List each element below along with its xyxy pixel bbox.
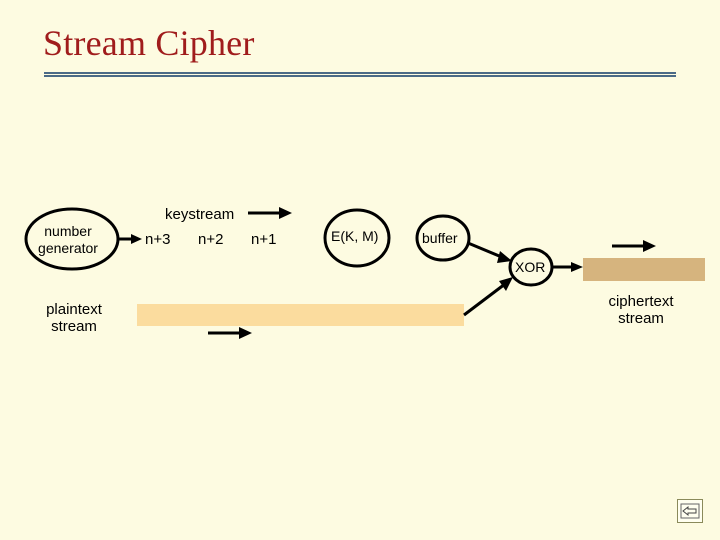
ciphertext-stream-bar xyxy=(583,258,705,281)
plaintext-to-xor-arrow xyxy=(463,282,506,317)
buffer-label: buffer xyxy=(422,230,458,246)
generator-arrowhead xyxy=(131,234,142,244)
plaintext-xor-arrowhead xyxy=(499,277,513,291)
keystream-label: keystream xyxy=(165,206,235,223)
buffer-circle xyxy=(415,214,471,262)
xor-label: XOR xyxy=(515,259,546,275)
back-arrow-icon xyxy=(680,503,700,519)
ekm-circle xyxy=(323,208,391,268)
xor-ciphertext-arrowhead xyxy=(571,262,583,272)
buffer-xor-arrowhead xyxy=(497,251,512,263)
buffer-to-xor-arrow xyxy=(467,241,505,260)
number-generator-label: number generator xyxy=(38,223,98,256)
ekm-label: E(K, M) xyxy=(331,228,379,244)
plaintext-flow-arrowhead xyxy=(239,327,252,339)
plaintext-stream-label: plaintext stream xyxy=(46,301,102,335)
ciphertext-flow-arrowhead xyxy=(643,240,656,252)
keystream-arrowhead xyxy=(279,207,292,219)
title-rule xyxy=(44,72,676,77)
back-button[interactable] xyxy=(677,499,703,523)
keystream-item-n3: n+3 xyxy=(145,231,171,248)
keystream-item-n2: n+2 xyxy=(198,231,224,248)
slide-title: Stream Cipher xyxy=(43,23,255,63)
ciphertext-stream-label: ciphertext stream xyxy=(608,293,674,327)
plaintext-stream-bar xyxy=(137,304,464,326)
keystream-item-n1: n+1 xyxy=(251,231,277,248)
